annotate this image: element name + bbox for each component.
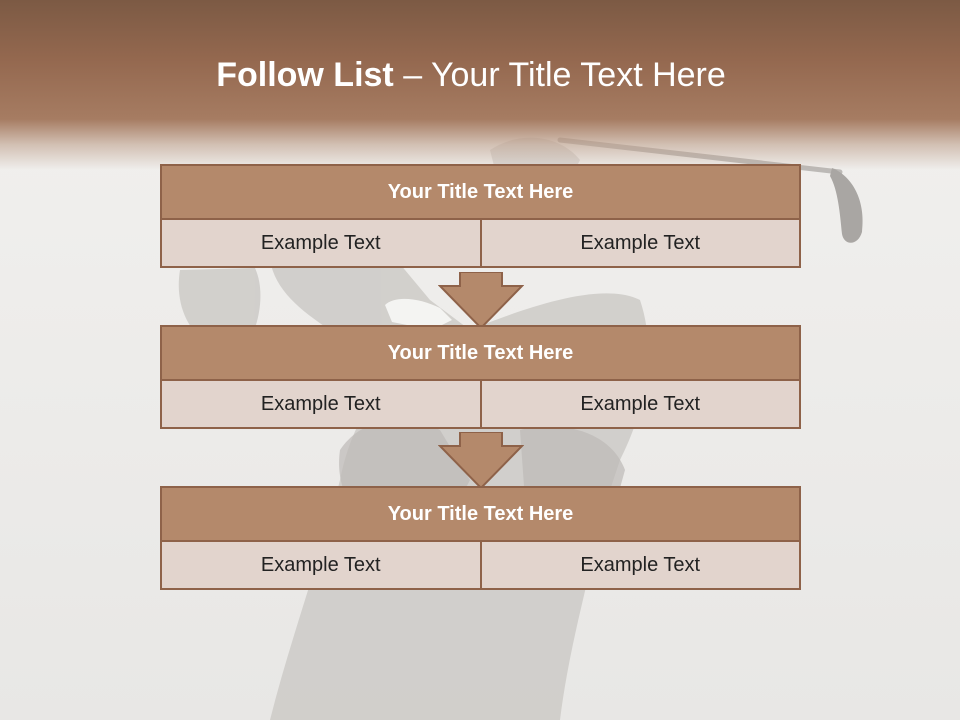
block-title: Your Title Text Here xyxy=(160,164,801,220)
down-arrow-icon xyxy=(438,272,524,330)
block-cell-right: Example Text xyxy=(479,218,801,268)
slide-title: Follow List – Your Title Text Here xyxy=(0,52,942,98)
block-row: Example Text Example Text xyxy=(160,540,801,590)
block-cell-left: Example Text xyxy=(160,540,482,590)
down-arrow-icon xyxy=(438,432,524,490)
block-row: Example Text Example Text xyxy=(160,379,801,429)
block-cell-left: Example Text xyxy=(160,218,482,268)
block-cell-right: Example Text xyxy=(479,379,801,429)
block-row: Example Text Example Text xyxy=(160,218,801,268)
title-bold: Follow List xyxy=(216,56,394,94)
block-title: Your Title Text Here xyxy=(160,486,801,542)
flow-block-3: Your Title Text Here Example Text Exampl… xyxy=(160,486,801,590)
block-cell-left: Example Text xyxy=(160,379,482,429)
flow-block-2: Your Title Text Here Example Text Exampl… xyxy=(160,325,801,429)
header-band xyxy=(0,0,960,170)
block-title: Your Title Text Here xyxy=(160,325,801,381)
title-rest: – Your Title Text Here xyxy=(393,56,726,94)
block-cell-right: Example Text xyxy=(479,540,801,590)
flow-block-1: Your Title Text Here Example Text Exampl… xyxy=(160,164,801,268)
